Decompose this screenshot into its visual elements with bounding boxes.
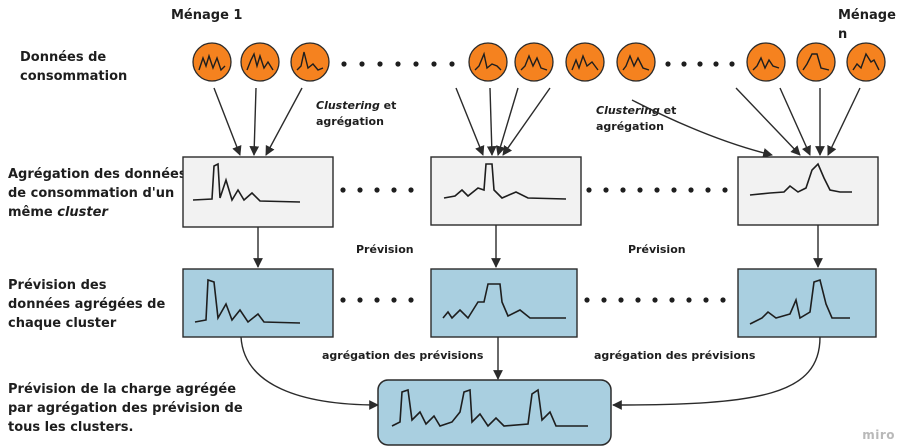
household-curve <box>571 53 599 71</box>
forecast-arrows <box>253 225 823 268</box>
aggregation-box <box>737 156 879 226</box>
aggregation-box <box>182 156 334 228</box>
household-circle <box>468 42 508 82</box>
annotation-prevision-2: Prévision <box>628 243 686 256</box>
household-curve <box>520 54 548 71</box>
final-forecast-box <box>377 379 612 446</box>
label-line: données agrégées de <box>8 297 166 312</box>
label-line: même cluster <box>8 203 187 222</box>
annotation-clustering-2: Clustering et agrégation <box>596 103 676 135</box>
label-menage-1: Ménage 1 <box>171 8 243 23</box>
label-line: Données de <box>20 50 107 65</box>
label-donnees-consommation: Données de consommation <box>20 48 127 86</box>
final-forecast-curve <box>391 388 588 428</box>
ellipsis-dots-lower <box>340 297 726 303</box>
aggregation-box <box>430 156 582 226</box>
forecast-boxes <box>182 268 877 338</box>
household-curve <box>802 53 830 71</box>
household-circle <box>192 42 232 82</box>
annotation-italic: Clustering <box>316 99 380 112</box>
annotation-line: Clustering et <box>596 103 676 119</box>
label-prevision-charge: Prévision de la charge agrégée par agrég… <box>8 380 243 437</box>
household-circle <box>846 42 886 82</box>
label-line: tous les clusters. <box>8 420 134 435</box>
clustering-arrows <box>213 87 861 158</box>
label-part: même <box>8 205 58 220</box>
household-curve <box>246 51 274 71</box>
label-menage-n: Ménage n <box>838 8 896 42</box>
label-agregation-donnees: Agrégation des données de consommation d… <box>8 165 187 222</box>
household-circle <box>746 42 786 82</box>
household-curve <box>622 54 650 71</box>
annotation-line: agrégation <box>316 115 384 128</box>
annotation-line: agrégation <box>596 120 664 133</box>
household-curves <box>198 51 880 72</box>
final-arrows <box>240 336 821 410</box>
forecast-box <box>430 268 578 338</box>
label-line: Prévision des <box>8 278 107 293</box>
household-circle <box>290 42 330 82</box>
label-line: chaque cluster <box>8 316 117 331</box>
ellipsis-dots-top <box>341 61 735 67</box>
annotation-prevision-1: Prévision <box>356 243 414 256</box>
household-curve <box>474 51 502 71</box>
annotation-agregation-previsions-2: agrégation des prévisions <box>594 349 756 362</box>
annotation-part: et <box>379 99 397 112</box>
annotation-italic: Clustering <box>596 104 660 117</box>
label-prevision-donnees: Prévision des données agrégées de chaque… <box>8 276 165 333</box>
forecast-box <box>737 268 877 338</box>
label-line: de consommation d'un <box>8 186 175 201</box>
annotation-clustering-1: Clustering et agrégation <box>316 98 396 130</box>
label-line: Agrégation des données <box>8 167 187 182</box>
ellipsis-dots-middle <box>340 187 728 193</box>
miro-watermark: miro <box>862 428 895 442</box>
household-circle <box>514 42 554 82</box>
aggregation-boxes <box>182 156 879 228</box>
household-curve <box>198 53 226 72</box>
label-line: par agrégation des prévision de <box>8 401 243 416</box>
forecast-curves <box>194 278 850 325</box>
annotation-part: et <box>659 104 677 117</box>
annotation-line: Clustering et <box>316 98 396 114</box>
household-curve <box>852 52 880 71</box>
aggregation-curves <box>192 162 852 203</box>
household-circle <box>796 42 836 82</box>
household-curve <box>296 51 324 71</box>
label-line: consommation <box>20 69 128 84</box>
household-circle <box>240 42 280 82</box>
household-curve <box>752 56 780 71</box>
label-part-italic: cluster <box>57 205 108 220</box>
label-line: Prévision de la charge agrégée <box>8 382 237 397</box>
forecast-box <box>182 268 334 338</box>
annotation-agregation-previsions-1: agrégation des prévisions <box>322 349 484 362</box>
